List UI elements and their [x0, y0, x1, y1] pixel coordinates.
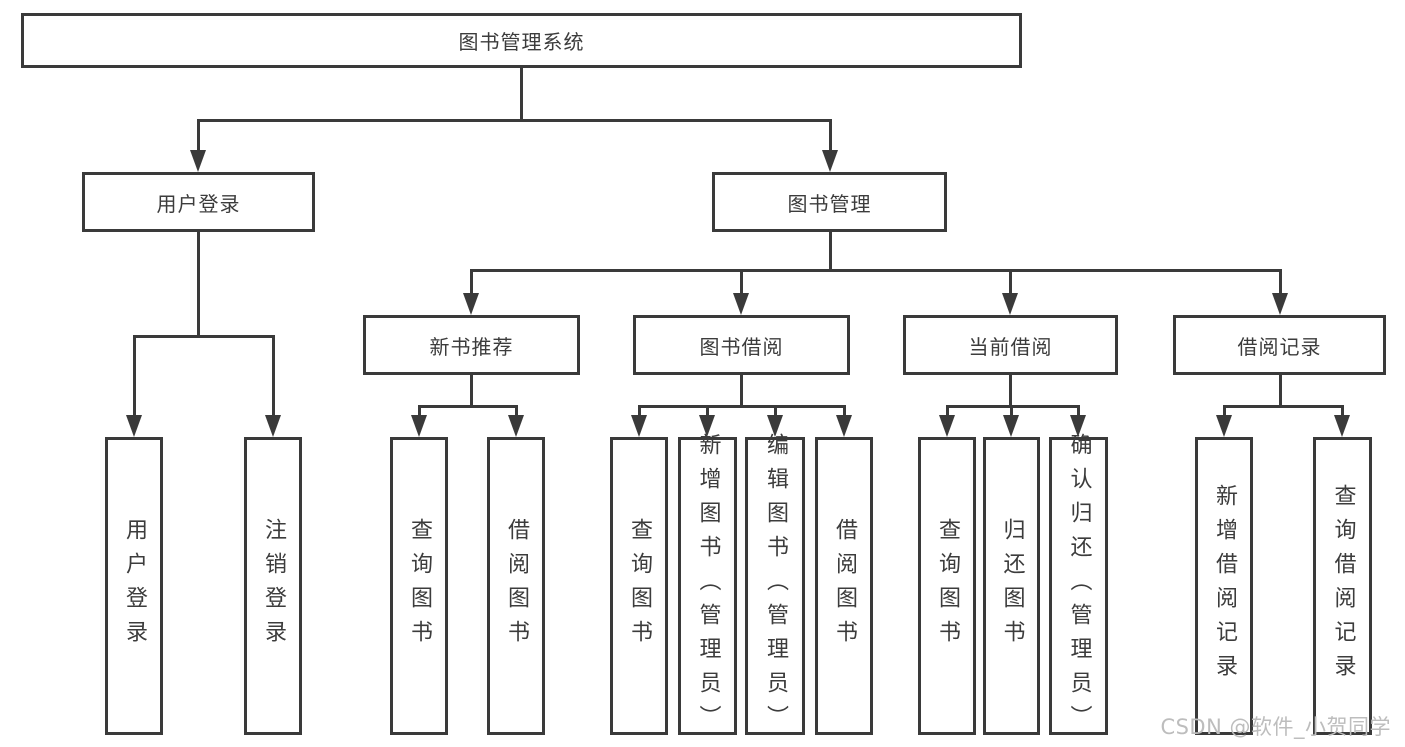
node-leaf-user-login: 用户登录 [105, 437, 163, 735]
connector-line [418, 405, 518, 408]
node-label: 查询图书 [627, 518, 652, 654]
node-leaf-confirm-return-admin: 确认归还（管理员） [1049, 433, 1108, 739]
node-leaf-add-books-admin: 新增图书（管理员） [678, 433, 737, 739]
arrowhead-down-icon [699, 415, 715, 437]
arrowhead-down-icon [631, 415, 647, 437]
node-label: 图书管理 [787, 191, 872, 216]
node-label: 借阅图书 [504, 518, 529, 654]
node-leaf-logout: 注销登录 [244, 437, 302, 735]
node-label: 用户登录 [156, 191, 241, 216]
arrowhead-down-icon [126, 415, 142, 437]
connector-line [1223, 405, 1344, 408]
node-label: 图书管理系统 [458, 30, 585, 54]
node-leaf-query-borrow-record: 查询借阅记录 [1313, 437, 1372, 735]
arrowhead-down-icon [822, 150, 838, 172]
arrowhead-down-icon [1070, 415, 1086, 437]
node-leaf-borrow-books-recommend: 借阅图书 [487, 437, 545, 735]
connector-line [515, 405, 518, 418]
connector-line [829, 232, 832, 271]
connector-line [1341, 405, 1344, 418]
node-label: 查询借阅记录 [1330, 484, 1356, 688]
connector-line [418, 405, 421, 418]
connector-line [946, 405, 1080, 408]
node-book-borrow: 图书借阅 [633, 315, 850, 375]
node-user-login: 用户登录 [82, 172, 315, 232]
arrowhead-down-icon [463, 293, 479, 315]
node-label: 当前借阅 [968, 334, 1053, 359]
connector-line [520, 68, 523, 120]
connector-line [1279, 375, 1282, 407]
arrowhead-down-icon [1003, 415, 1019, 437]
node-leaf-edit-books-admin: 编辑图书（管理员） [745, 433, 805, 739]
node-label: 借阅记录 [1237, 334, 1322, 359]
connector-line [829, 120, 832, 153]
node-leaf-query-books-recommend: 查询图书 [390, 437, 448, 735]
csdn-watermark: CSDN @软件_小贺同学 [1160, 715, 1391, 739]
arrowhead-down-icon [767, 415, 783, 437]
connector-line [133, 335, 136, 418]
connector-line [470, 375, 473, 407]
node-library-system: 图书管理系统 [21, 13, 1022, 68]
node-label: 借阅图书 [832, 518, 857, 654]
connector-line [1223, 405, 1226, 418]
node-label: 新增借阅记录 [1212, 484, 1237, 688]
arrowhead-down-icon [1002, 293, 1018, 315]
connector-line [740, 270, 743, 296]
node-label: 确认归还（管理员） [1066, 433, 1092, 739]
node-current-borrow: 当前借阅 [903, 315, 1118, 375]
arrowhead-down-icon [508, 415, 524, 437]
arrowhead-down-icon [1216, 415, 1232, 437]
connector-line [197, 232, 200, 337]
connector-line [638, 405, 846, 408]
arrowhead-down-icon [939, 415, 955, 437]
node-book-management: 图书管理 [712, 172, 947, 232]
arrowhead-down-icon [836, 415, 852, 437]
node-leaf-query-books-current: 查询图书 [918, 437, 976, 735]
node-label: 编辑图书（管理员） [763, 433, 788, 739]
connector-line [470, 269, 1282, 272]
arrowhead-down-icon [1272, 293, 1288, 315]
connector-line [470, 270, 473, 296]
connector-line [1009, 270, 1012, 296]
connector-line [1009, 375, 1012, 407]
node-leaf-return-books: 归还图书 [983, 437, 1040, 735]
connector-line [843, 405, 846, 418]
connector-line [197, 120, 200, 153]
connector-line [1010, 405, 1013, 418]
node-label: 新增图书（管理员） [695, 433, 721, 739]
connector-line [272, 335, 275, 418]
connector-line [1077, 405, 1080, 418]
node-label: 归还图书 [999, 518, 1025, 654]
node-leaf-borrow-books: 借阅图书 [815, 437, 873, 735]
connector-line [706, 405, 709, 418]
arrowhead-down-icon [411, 415, 427, 437]
node-label: 新书推荐 [429, 334, 514, 359]
arrowhead-down-icon [733, 293, 749, 315]
node-leaf-add-borrow-record: 新增借阅记录 [1195, 437, 1253, 735]
arrowhead-down-icon [190, 150, 206, 172]
connector-line [1279, 270, 1282, 296]
node-label: 查询图书 [935, 518, 960, 654]
node-leaf-query-books-borrow: 查询图书 [610, 437, 668, 735]
node-label: 用户登录 [122, 518, 147, 654]
connector-line [133, 335, 275, 338]
connector-line [774, 405, 777, 418]
connector-line [740, 375, 743, 407]
node-label: 注销登录 [261, 518, 286, 654]
node-borrow-records: 借阅记录 [1173, 315, 1386, 375]
connector-line [946, 405, 949, 418]
node-label: 图书借阅 [699, 334, 784, 359]
node-new-book-recommend: 新书推荐 [363, 315, 580, 375]
arrowhead-down-icon [1334, 415, 1350, 437]
arrowhead-down-icon [265, 415, 281, 437]
connector-line [197, 119, 832, 122]
connector-line [638, 405, 641, 418]
node-label: 查询图书 [407, 518, 432, 654]
